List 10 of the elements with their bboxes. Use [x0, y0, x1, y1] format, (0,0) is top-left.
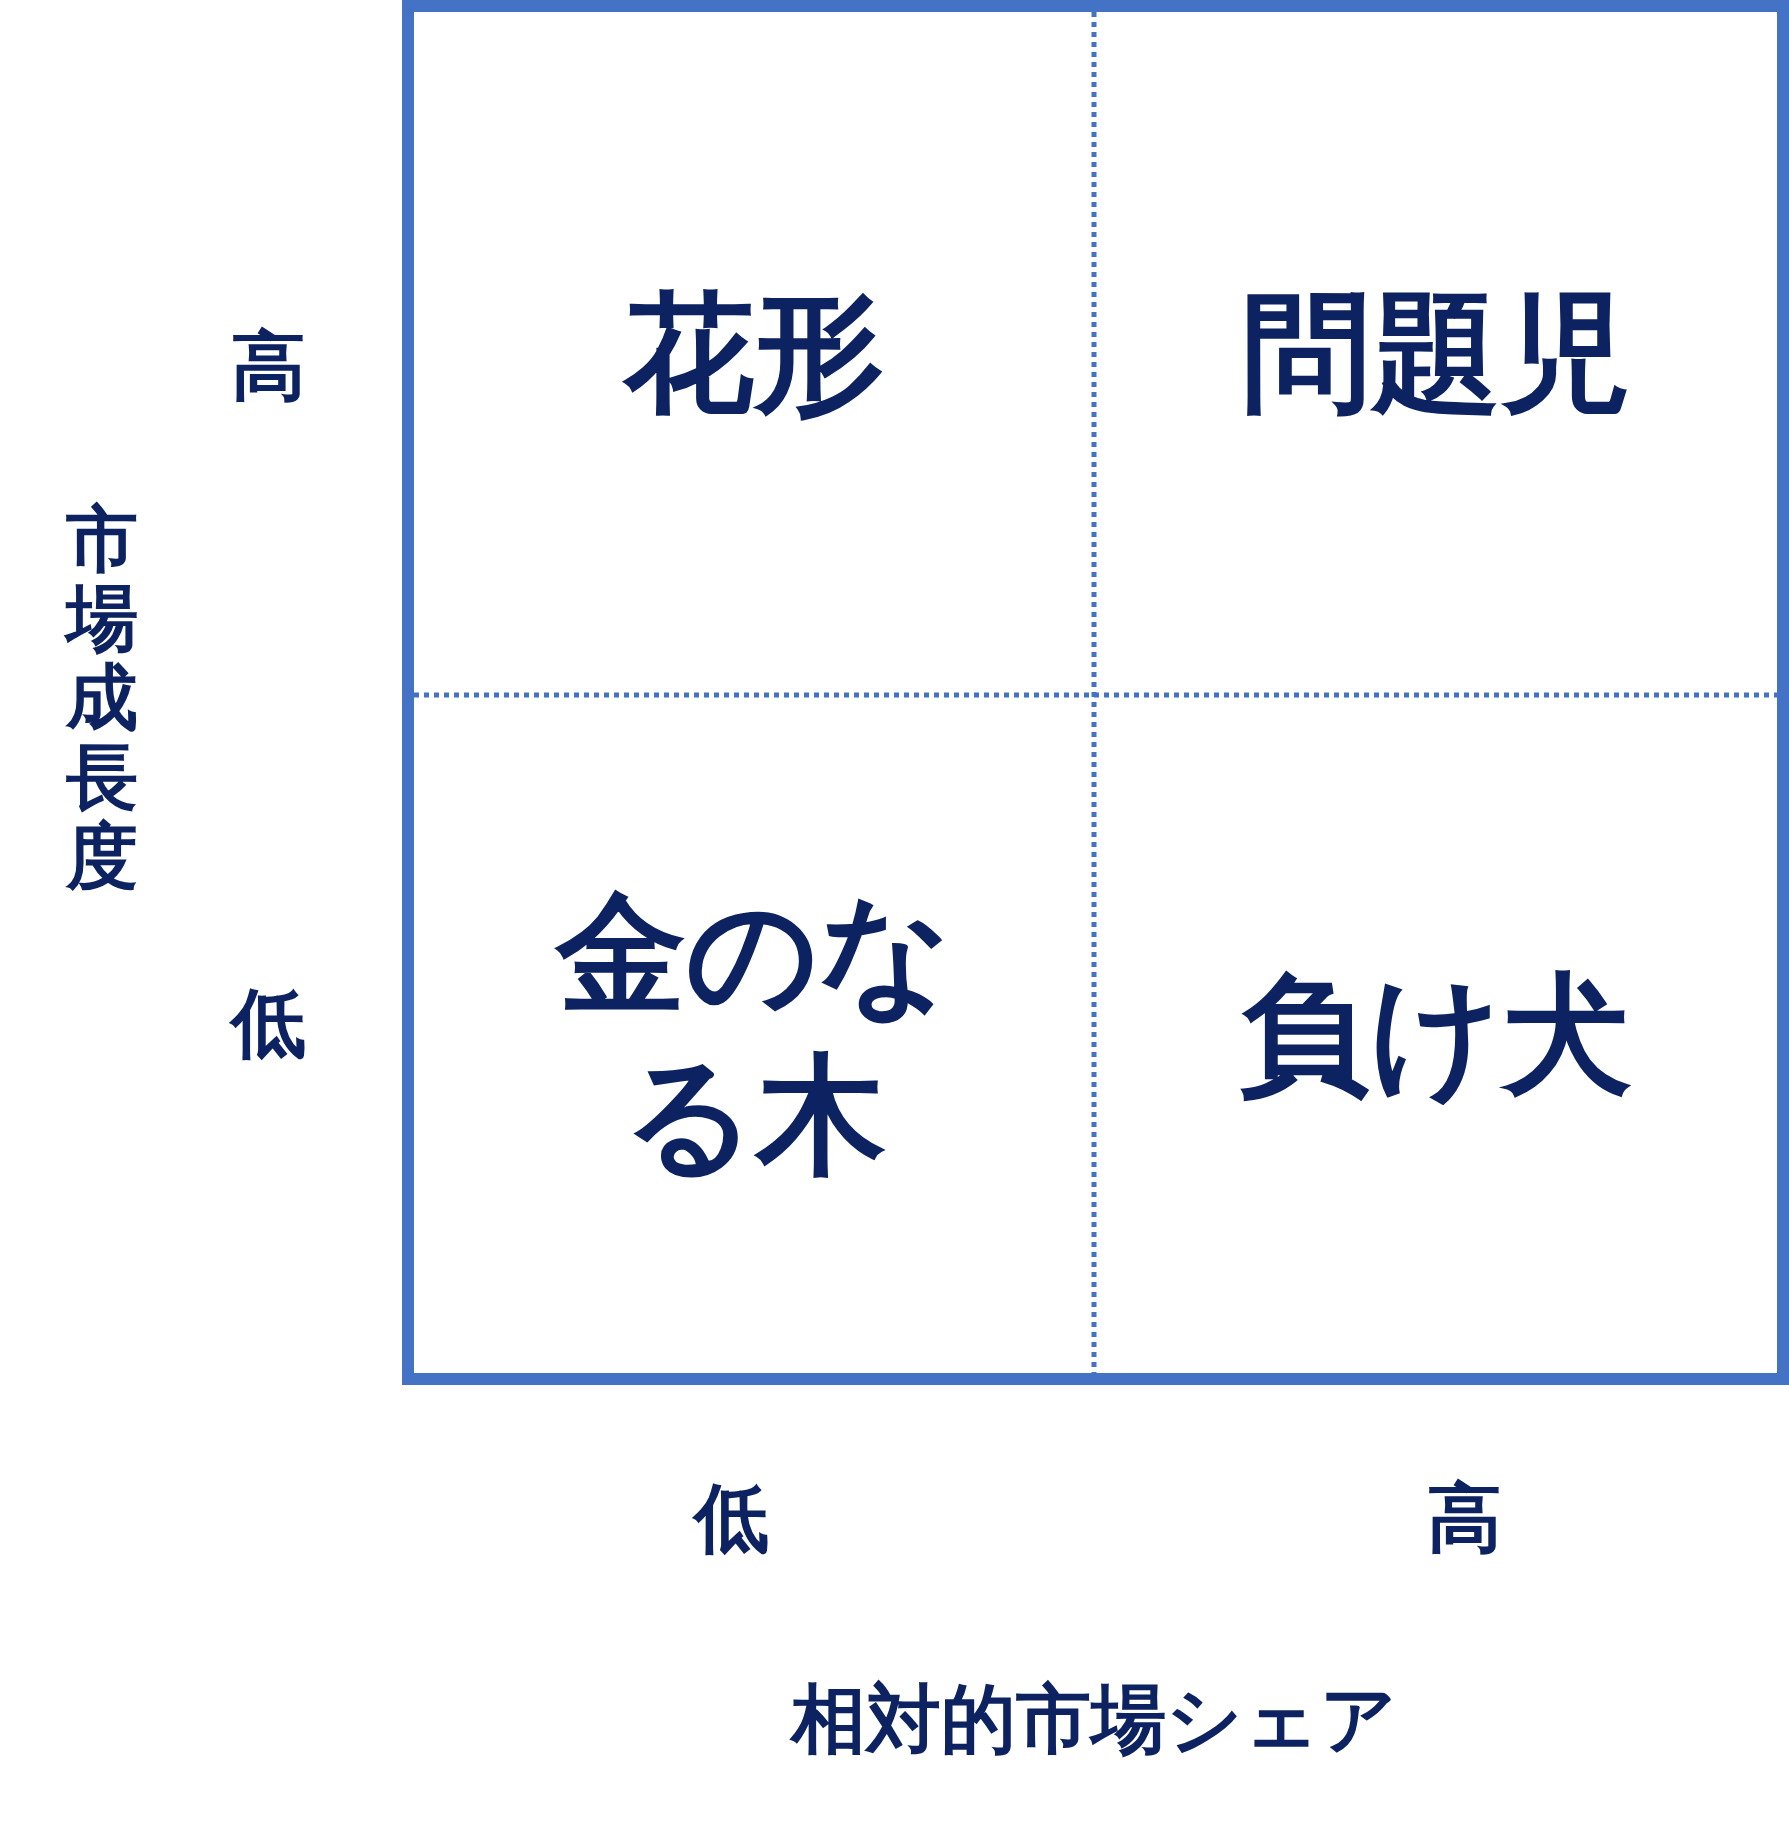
axis-tick-label: 高: [230, 320, 306, 412]
quadrant-label: 金のなる木: [553, 875, 953, 1193]
quadrant-label: 負け犬: [1239, 956, 1632, 1112]
axis-tick-label: 低: [230, 977, 306, 1069]
axis-tick-label: 低: [693, 1472, 769, 1564]
axis-title: 相対的市場シェア: [791, 1673, 1397, 1765]
axis-tick-label: 高: [1426, 1472, 1502, 1564]
axis-title: 市場成長度: [66, 500, 138, 896]
quadrant-label: 問題児: [1240, 276, 1631, 432]
quadrant-label: 花形: [624, 276, 884, 432]
